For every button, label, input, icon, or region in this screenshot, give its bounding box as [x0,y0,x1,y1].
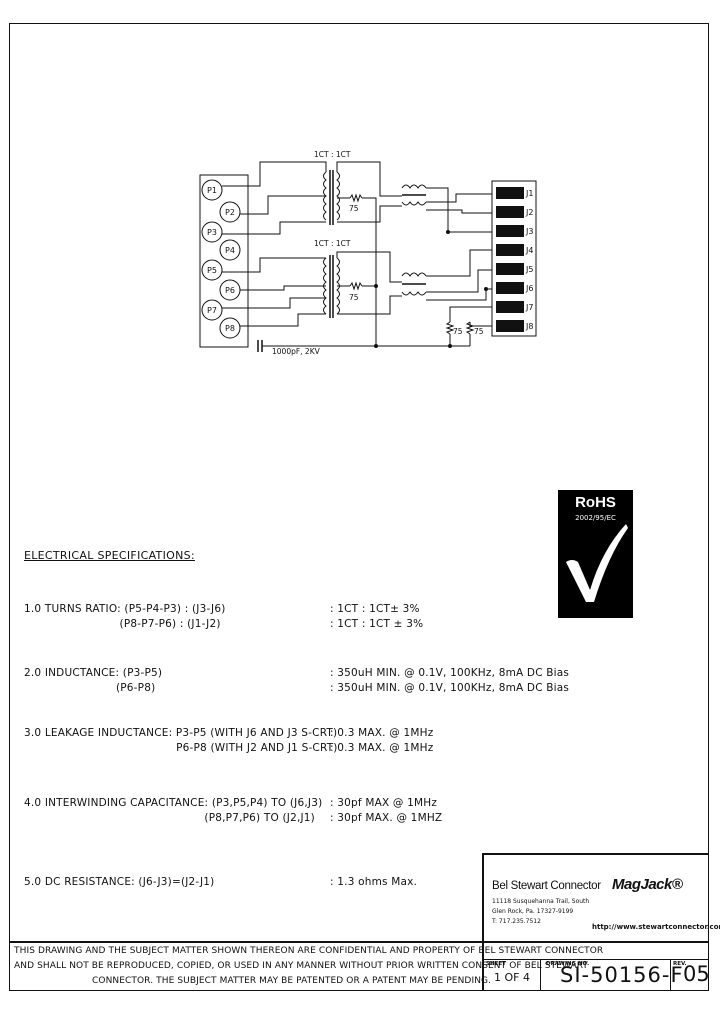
pin-p3 [201,221,223,243]
pin-p2 [219,201,241,223]
title-block-divider [482,959,709,960]
spec-label: 3.0 LEAKAGE INDUCTANCE: P3-P5 (WITH J6 A… [24,727,338,739]
spec-label: 5.0 DC RESISTANCE: (J6-J3)=(J2-J1) [24,876,215,888]
pin-p8-label: P8 [225,324,235,333]
rohs-badge: RoHS 2002/95/EC [558,490,633,618]
disclaimer-text: THIS DRAWING AND THE SUBJECT MATTER SHOW… [14,946,604,956]
company-website: http://www.stewartconnector.com [592,923,720,931]
pin-j3-label: J3 [525,227,533,236]
pin-j2 [496,206,524,218]
resistor-j-left-label: 75 [453,327,463,336]
pin-j5 [496,263,524,275]
capacitor-label: 1000pF, 2KV [272,347,321,356]
drawing-frame [9,23,709,991]
resistor-top-label: 75 [349,204,359,213]
ratio-top-label: 1CT : 1CT [314,150,351,159]
spec-value: : 350uH MIN. @ 0.1V, 100KHz, 8mA DC Bias [330,667,570,679]
drawing-number-label: DRAWING NO. [546,961,590,967]
spec-value: : 1CT : 1CT ± 3% [330,618,424,630]
spec-label: (P8,P7,P6) TO (J2,J1) [24,812,315,824]
spec-value: : 0.3 MAX. @ 1MHz [330,742,434,754]
sheet-value: 1 OF 4 [494,971,530,984]
pin-j5-label: J5 [525,265,533,274]
pin-p4-label: P4 [225,246,235,255]
spec-label: 2.0 INDUCTANCE: (P3-P5) [24,667,163,679]
title-block-divider [670,959,671,991]
pin-j4-label: J4 [525,246,533,255]
pin-j8 [496,320,524,332]
company-name: Bel Stewart Connector [492,880,601,892]
title-block-border [482,853,484,991]
company-address: Glen Rock, Pa. 17327-9199 [492,908,574,915]
magjack-logo: MagJack® [612,876,683,893]
revision-label: REV. [673,961,687,967]
spec-value: : 1CT : 1CT± 3% [330,603,420,615]
ratio-bottom-label: 1CT : 1CT [314,239,351,248]
pin-j2-label: J2 [525,208,533,217]
title-block-divider [9,941,709,943]
pin-j1-label: J1 [525,189,533,198]
pin-p3-label: P3 [207,228,217,237]
pin-j6 [496,282,524,294]
pin-p5-label: P5 [207,266,217,275]
disclaimer-text: CONNECTOR. THE SUBJECT MATTER MAY BE PAT… [92,976,492,986]
j-connector-body [491,180,537,337]
resistor-j-right-label: 75 [474,327,484,336]
rohs-title: RoHS [575,494,616,511]
pin-p7-label: P7 [207,306,217,315]
sheet-label: SHEET [486,961,506,967]
pin-p2-label: P2 [225,208,235,217]
pin-j4 [496,244,524,256]
pin-j1 [496,187,524,199]
pin-p6 [219,279,241,301]
specs-title: ELECTRICAL SPECIFICATIONS: [24,549,195,562]
spec-value: : 0.3 MAX. @ 1MHz [330,727,434,739]
pin-j8-label: J8 [525,322,533,331]
spec-label: 4.0 INTERWINDING CAPACITANCE: (P3,P5,P4)… [24,797,323,809]
revision-value: 05 [683,962,710,986]
pin-p1 [201,179,223,201]
spec-value: : 30pf MAX. @ 1MHZ [330,812,443,824]
pin-j6-label: J6 [525,284,533,293]
checkmark-icon [566,524,628,602]
disclaimer-text: AND SHALL NOT BE REPRODUCED, COPIED, OR … [14,961,589,971]
spec-label: (P8-P7-P6) : (J1-J2) [24,618,221,630]
p-connector-body [199,174,249,348]
pin-p1-label: P1 [207,186,217,195]
pin-p5 [201,259,223,281]
pin-j7-label: J7 [525,303,533,312]
spec-value: : 30pf MAX @ 1MHz [330,797,438,809]
pin-p8 [219,317,241,339]
pin-j7 [496,301,524,313]
spec-label: (P6-P8) [24,682,156,694]
resistor-bottom-label: 75 [349,293,359,302]
spec-value: : 350uH MIN. @ 0.1V, 100KHz, 8mA DC Bias [330,682,570,694]
company-address: 11118 Susquehanna Trail, South [492,898,590,905]
spec-value: : 1.3 ohms Max. [330,876,418,888]
drawing-number: SI-50156-F [560,963,684,987]
pin-p6-label: P6 [225,286,235,295]
pin-p7 [201,299,223,321]
spec-label: P6-P8 (WITH J2 AND J1 S-CRT) [24,742,338,754]
company-phone: T: 717.235.7512 [492,918,541,925]
pin-p4 [219,239,241,261]
title-block-border [482,853,709,855]
rohs-subtitle: 2002/95/EC [575,514,616,522]
pin-j3 [496,225,524,237]
spec-label: 1.0 TURNS RATIO: (P5-P4-P3) : (J3-J6) [24,603,226,615]
title-block-divider [540,959,541,991]
